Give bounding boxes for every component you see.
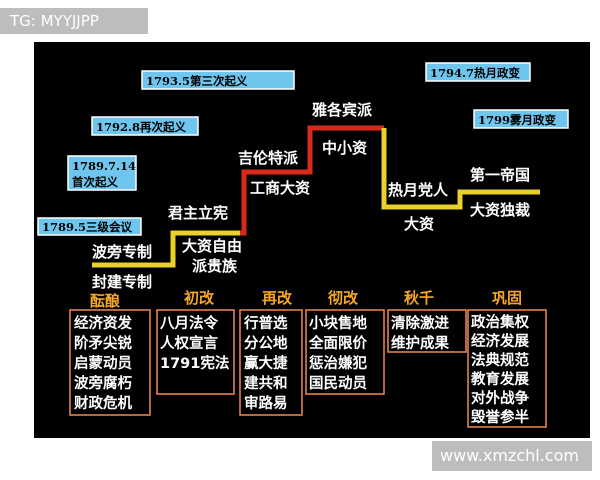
category-box-first-reform: 八月法令 人权宣言 1791宪法 <box>156 309 235 395</box>
list-item: 八月法令 <box>159 314 218 332</box>
list-item: 建共和 <box>244 374 288 392</box>
list-item: 1791宪法 <box>160 354 229 372</box>
category-title-brewing: 酝酿 <box>90 292 121 310</box>
category-box-consolidate: 政治集权 经济发展 法典规范 教育发展 对外战争 毁誉参半 <box>467 309 547 428</box>
date-box-first-uprising: 1789.7.14 首次起义 <box>67 155 137 191</box>
list-item: 经济发展 <box>471 332 529 350</box>
stair-line-late <box>381 128 540 210</box>
list-item: 全面限价 <box>308 334 367 352</box>
list-item: 毁誉参半 <box>471 408 529 426</box>
list-item: 教育发展 <box>470 370 529 388</box>
stair-line-early <box>92 230 240 268</box>
svg-text:1793.5第三次起义: 1793.5第三次起义 <box>146 74 248 88</box>
svg-text:1789.5三级会议: 1789.5三级会议 <box>42 220 133 234</box>
svg-text:1794.7热月政变: 1794.7热月政变 <box>430 66 521 80</box>
date-box-estates-general: 1789.5三级会议 <box>37 217 142 236</box>
category-box-brewing: 经济资发 阶矛尖锐 启蒙动员 波旁腐朽 财政危机 <box>69 309 151 416</box>
svg-text:1789.7.14: 1789.7.14 <box>72 159 136 173</box>
stair-line-radical <box>240 125 384 236</box>
label-petty-bourgeois: 中小资 <box>322 139 367 157</box>
label-big-bourgeois: 大资 <box>404 215 434 233</box>
date-box-thermidor: 1794.7热月政变 <box>425 62 531 82</box>
list-item: 惩治嫌犯 <box>309 354 367 372</box>
list-item: 启蒙动员 <box>74 354 132 372</box>
category-title-thorough-reform: 彻改 <box>327 289 359 307</box>
category-title-consolidate: 巩固 <box>492 289 522 307</box>
category-box-thorough-reform: 小块售地 全面限价 惩治嫌犯 国民动员 <box>305 309 385 395</box>
list-item: 国民动员 <box>309 374 367 392</box>
list-item: 行普选 <box>243 314 288 332</box>
watermark-top: TG: MYYJJPP <box>0 8 148 34</box>
label-feudal: 封建专制 <box>92 273 152 291</box>
list-item: 对外战争 <box>471 389 529 407</box>
label-bourbon: 波旁专制 <box>92 243 152 261</box>
list-item: 赢大捷 <box>244 354 288 372</box>
date-box-brumaire: 1799雾月政变 <box>473 109 569 129</box>
list-item: 阶矛尖锐 <box>74 334 132 352</box>
list-item: 人权宣言 <box>160 334 218 352</box>
category-title-second-reform: 再改 <box>262 289 293 307</box>
label-liberal-nobles: 派贵族 <box>192 257 238 275</box>
svg-text:1792.8再次起义: 1792.8再次起义 <box>96 120 187 134</box>
label-constitutional: 君主立宪 <box>168 204 228 222</box>
list-item: 审路易 <box>244 394 288 412</box>
svg-text:首次起义: 首次起义 <box>72 175 118 189</box>
list-item: 经济资发 <box>74 314 132 332</box>
label-thermidorians: 热月党人 <box>388 181 449 199</box>
label-girondins: 吉伦特派 <box>238 149 299 167</box>
svg-text:1799雾月政变: 1799雾月政变 <box>478 113 557 127</box>
category-box-swing: 清除激进 维护成果 <box>387 309 467 353</box>
list-item: 政治集权 <box>471 313 529 331</box>
list-item: 小块售地 <box>309 314 367 332</box>
label-big-dictatorship: 大资独裁 <box>470 201 530 219</box>
list-item: 波旁腐朽 <box>74 374 132 392</box>
category-title-first-reform: 初改 <box>184 289 215 307</box>
list-item: 财政危机 <box>74 394 132 412</box>
label-jacobins: 雅各宾派 <box>311 101 373 119</box>
list-item: 法典规范 <box>471 351 529 369</box>
list-item: 清除激进 <box>391 314 449 332</box>
category-box-second-reform: 行普选 分公地 赢大捷 建共和 审路易 <box>239 309 303 416</box>
label-first-empire: 第一帝国 <box>470 166 530 184</box>
diagram-board <box>34 42 590 438</box>
list-item: 分公地 <box>244 334 288 352</box>
date-box-third-uprising: 1793.5第三次起义 <box>141 70 295 90</box>
category-title-swing: 秋千 <box>404 289 434 307</box>
label-big-cap-free: 大资自由 <box>182 237 242 255</box>
label-industrial-bourgeois: 工商大资 <box>250 179 310 197</box>
list-item: 维护成果 <box>391 334 449 352</box>
date-box-second-uprising: 1792.8再次起义 <box>91 116 199 136</box>
watermark-bottom: www.xmzchl.com <box>432 441 592 471</box>
